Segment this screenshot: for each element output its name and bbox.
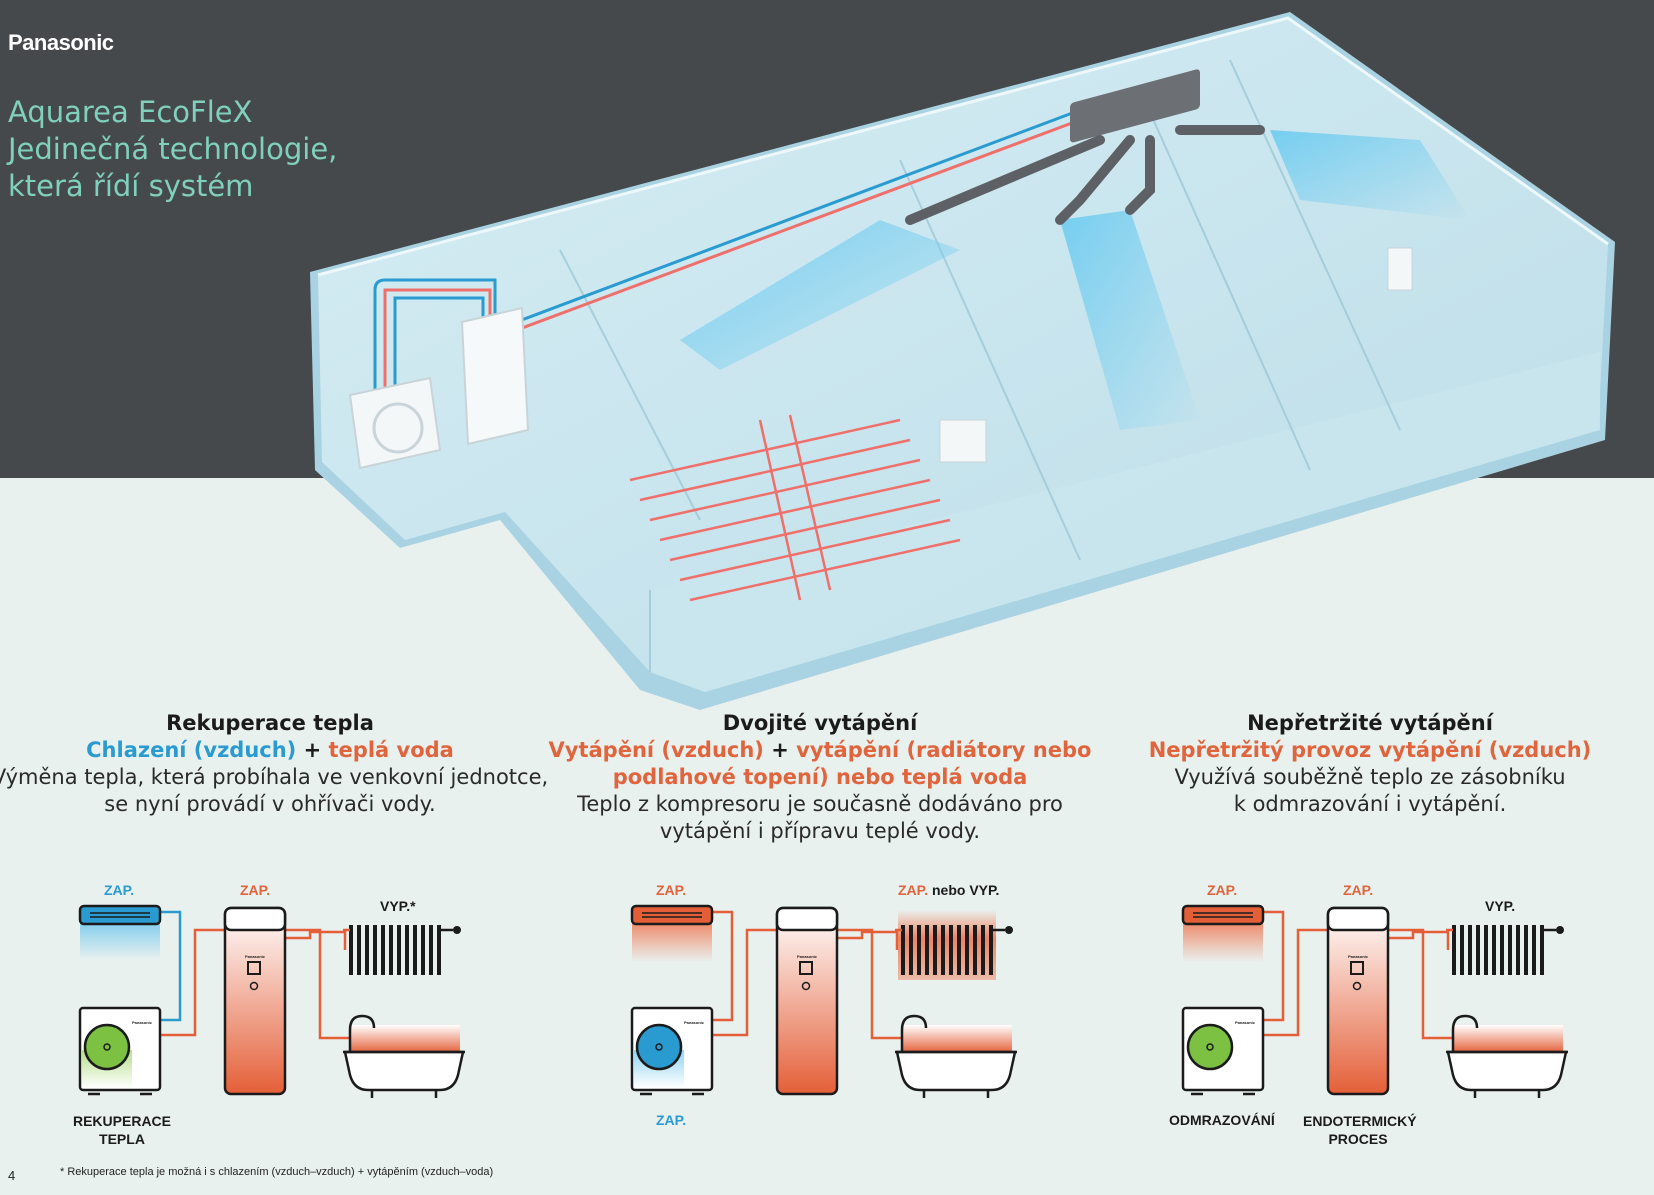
radiator-status: VYP.*	[380, 898, 416, 914]
house-floor-top	[318, 18, 1608, 692]
feature-subtitle-continued: podlahové topení) nebo teplá voda	[612, 765, 1028, 789]
feature-heat-recovery: Rekuperace tepla Chlazení (vzduch) + tep…	[0, 710, 550, 818]
feature-title: Rekuperace tepla	[166, 711, 374, 735]
radiator-illustration	[1387, 247, 1413, 291]
house-illustration	[310, 12, 1615, 710]
feature-subtitle: Vytápění (vzduch) + vytápění (radiátory …	[548, 738, 1092, 762]
schematic	[630, 904, 1017, 1098]
bath-water	[1453, 1025, 1563, 1053]
radiator-status: ZAP. nebo VYP.	[898, 882, 1000, 898]
indoor-tank-module	[460, 306, 530, 446]
radiator-illustration	[939, 419, 987, 463]
pipe-heating	[712, 910, 734, 1022]
air-ducts	[905, 125, 1265, 225]
ducted-unit	[1070, 69, 1200, 143]
bath-water	[902, 1025, 1012, 1053]
cooling-airflow	[80, 920, 160, 960]
bathtub-icon	[895, 1050, 1017, 1092]
airflow	[1060, 210, 1200, 430]
feature-description: se nyní provádí v ohřívači vody.	[104, 792, 436, 816]
outdoor-unit	[348, 376, 442, 470]
outdoor-unit-status: ZAP.	[656, 1112, 687, 1128]
page-number: 4	[8, 1168, 16, 1183]
airflow	[1270, 130, 1470, 220]
outdoor-fan	[372, 402, 424, 454]
indoor-unit-icon	[78, 904, 162, 926]
indoor-unit-status: ZAP.	[104, 882, 135, 898]
indoor-unit-status: ZAP.	[656, 882, 687, 898]
heating-airflow	[1183, 920, 1263, 962]
pipe-heating	[1388, 930, 1450, 950]
pipe-heating	[1263, 928, 1328, 1037]
house-front-wall	[650, 352, 1600, 692]
radiator-status: VYP.	[1485, 898, 1516, 914]
tank-status: ZAP.	[240, 882, 271, 898]
outdoor-unit-caption: REKUPERACE TEPLA	[72, 1113, 171, 1147]
schematic	[1181, 904, 1568, 1098]
unit-brand-mark: Panasonic	[132, 1020, 153, 1025]
floor-heating-loops	[629, 414, 961, 602]
feature-continuous-heating: Nepřetržité vytápění Nepřetržitý provoz …	[1090, 710, 1650, 818]
headline-line: Aquarea EcoFleX	[8, 95, 253, 129]
diagram-double-heating: ZAP. ZAP. nebo VYP. ZAP. Panasonic Panas…	[612, 870, 1032, 1160]
bathtub-icon	[1446, 1050, 1568, 1092]
indoor-unit-status: ZAP.	[1207, 882, 1238, 898]
bathtub-icon	[343, 1050, 465, 1092]
heating-airflow	[632, 920, 712, 962]
outdoor-unit-caption: ODMRAZOVÁNÍ	[1169, 1112, 1275, 1128]
pipe-cooling	[160, 910, 182, 1022]
unit-brand-mark: Panasonic	[684, 1020, 705, 1025]
pipe-heating	[837, 930, 899, 950]
tank-status: ZAP.	[1343, 882, 1374, 898]
tank-caption: ENDOTERMICKÝ PROCES	[1303, 1113, 1417, 1147]
radiator-icon	[1452, 925, 1544, 975]
feature-description: Využívá souběžně teplo ze zásobníku	[1174, 765, 1566, 789]
feature-subtitle: Chlazení (vzduch) + teplá voda	[86, 738, 454, 762]
indoor-unit-icon	[1181, 904, 1265, 926]
feature-double-heating: Dvojité vytápění Vytápění (vzduch) + vyt…	[540, 710, 1100, 845]
feature-subtitle: Nepřetržitý provoz vytápění (vzduch)	[1148, 738, 1592, 762]
indoor-unit-icon	[630, 904, 714, 926]
unit-brand-mark: Panasonic	[1235, 1020, 1256, 1025]
headline-line: Jedinečná technologie,	[8, 132, 338, 166]
feature-title: Nepřetržité vytápění	[1247, 711, 1493, 735]
feature-description: Teplo z kompresoru je současně dodáváno …	[577, 792, 1063, 816]
bath-water	[350, 1025, 460, 1053]
pipe-heating	[285, 930, 347, 950]
airflow	[680, 220, 960, 370]
pipe-heating	[160, 928, 225, 1037]
fan-green-icon	[83, 1023, 131, 1071]
pipe-heating	[712, 928, 777, 1037]
unit-brand-mark: Panasonic	[797, 954, 818, 959]
panasonic-logo: Panasonic	[8, 30, 114, 55]
schematic	[78, 904, 465, 1098]
unit-brand-mark: Panasonic	[245, 954, 266, 959]
unit-brand-mark: Panasonic	[1348, 954, 1369, 959]
diagram-heat-recovery: ZAP. ZAP. VYP.* REKUPERACE TEPLA Panason…	[60, 870, 480, 1160]
radiator-icon	[349, 925, 441, 975]
feature-description: k odmrazování i vytápění.	[1233, 792, 1507, 816]
page-headline: Aquarea EcoFleX Jedinečná technologie, k…	[8, 94, 337, 205]
footnote: * Rekuperace tepla je možná i s chlazení…	[60, 1166, 494, 1178]
water-tank-icon	[1326, 906, 1390, 1096]
diagram-continuous-heating: ZAP. ZAP. VYP. ODMRAZOVÁNÍ ENDOTERMICKÝ …	[1163, 870, 1583, 1160]
headline-line: která řídí systém	[8, 169, 254, 203]
house-edge	[317, 16, 1609, 277]
radiator-heat-glow	[898, 910, 996, 980]
feature-title: Dvojité vytápění	[722, 711, 918, 735]
feature-description: Výměna tepla, která probíhala ve venkovn…	[0, 765, 549, 789]
pipe-heating	[1263, 910, 1285, 1022]
water-tank-icon	[775, 906, 839, 1096]
fan-green-icon	[1186, 1023, 1234, 1071]
radiator-icon	[901, 925, 993, 975]
water-tank-icon	[223, 906, 287, 1096]
feature-description: vytápění i přípravu teplé vody.	[659, 819, 981, 843]
fan-blue-icon	[635, 1023, 683, 1071]
